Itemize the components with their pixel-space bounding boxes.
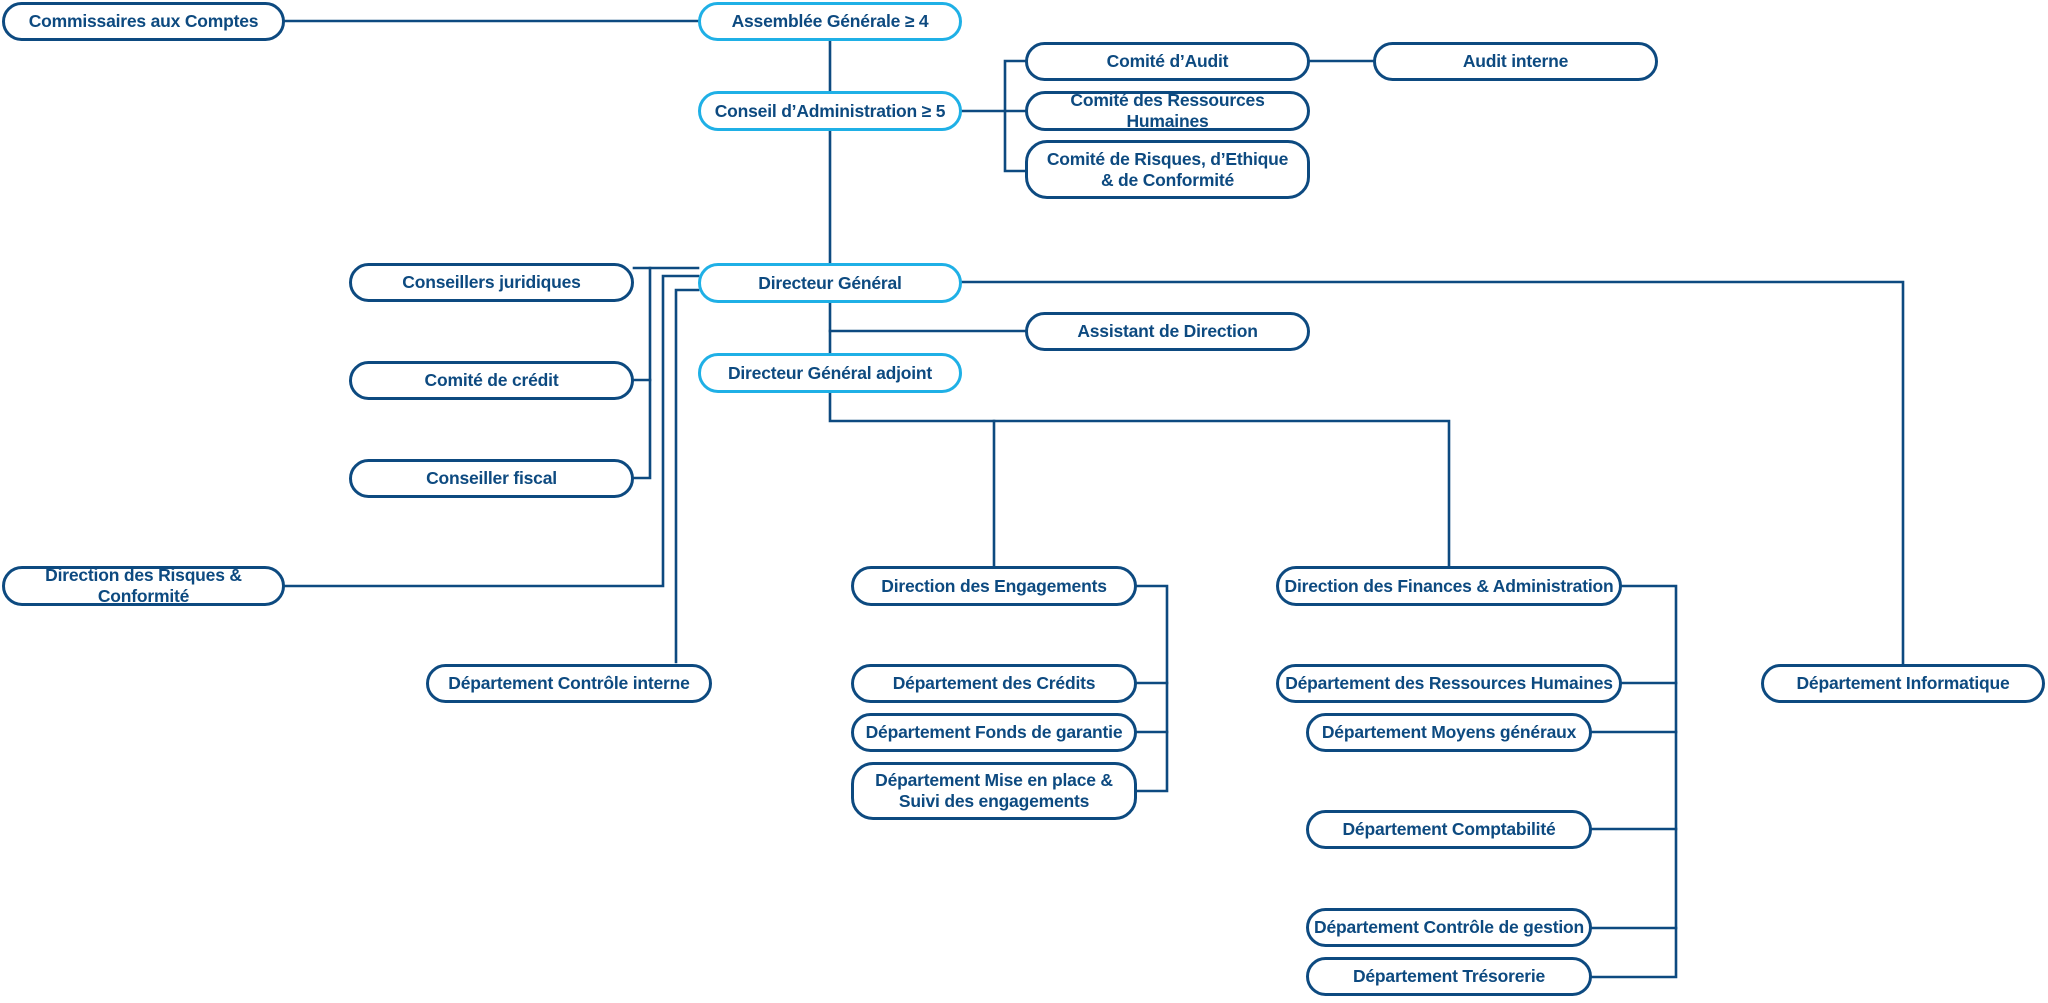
node-departement-credits[interactable]: Département des Crédits bbox=[851, 664, 1137, 703]
node-label: Direction des Engagements bbox=[881, 575, 1107, 596]
node-label: Département Fonds de garantie bbox=[865, 722, 1123, 742]
node-label: Comité d’Audit bbox=[1106, 51, 1229, 71]
node-label: Département Trésorerie bbox=[1352, 966, 1546, 986]
node-label: Département Mise en place & Suivi des en… bbox=[875, 770, 1113, 811]
node-label: Conseillers juridiques bbox=[402, 272, 581, 292]
node-label: Direction des Finances & Administration bbox=[1284, 575, 1614, 596]
connector-dg-direction-risques bbox=[283, 274, 700, 588]
node-label: Directeur Général adjoint bbox=[727, 362, 933, 383]
node-label: Conseiller fiscal bbox=[426, 468, 557, 488]
node-label: Assemblée Générale ≥ 4 bbox=[731, 11, 929, 31]
node-departement-controle-interne[interactable]: Département Contrôle interne bbox=[426, 664, 712, 703]
node-direction-risques-conformite[interactable]: Direction des Risques & Conformité bbox=[2, 565, 285, 606]
node-label: Département Contrôle de gestion bbox=[1314, 917, 1584, 937]
node-direction-finances-administration[interactable]: Direction des Finances & Administration bbox=[1276, 566, 1622, 606]
node-label: Comité des Ressources Humaines bbox=[1070, 90, 1265, 131]
connector-dga-finances bbox=[828, 391, 1451, 568]
node-label: Assistant de Direction bbox=[1077, 321, 1258, 341]
connector-dg-informatique bbox=[960, 280, 1905, 666]
node-departement-controle-gestion[interactable]: Département Contrôle de gestion bbox=[1306, 908, 1592, 947]
node-conseil-administration[interactable]: Conseil d’Administration ≥ 5 bbox=[698, 91, 962, 131]
node-label: Directeur Général bbox=[758, 272, 902, 293]
connector-engagements-bracket bbox=[1135, 584, 1169, 793]
node-departement-informatique[interactable]: Département Informatique bbox=[1761, 664, 2045, 703]
node-audit-interne[interactable]: Audit interne bbox=[1373, 42, 1658, 81]
node-directeur-general-adjoint[interactable]: Directeur Général adjoint bbox=[698, 353, 962, 393]
connector-finances-bracket bbox=[1590, 584, 1678, 979]
node-label: Département des Crédits bbox=[892, 673, 1096, 693]
node-departement-fonds-garantie[interactable]: Département Fonds de garantie bbox=[851, 713, 1137, 752]
node-departement-moyens-generaux[interactable]: Département Moyens généraux bbox=[1306, 713, 1592, 752]
node-assemblee-generale[interactable]: Assemblée Générale ≥ 4 bbox=[698, 2, 962, 41]
node-label: Commissaires aux Comptes bbox=[28, 11, 259, 31]
node-directeur-general[interactable]: Directeur Général bbox=[698, 263, 962, 303]
node-commissaires-aux-comptes[interactable]: Commissaires aux Comptes bbox=[2, 2, 285, 41]
node-label: Conseil d’Administration ≥ 5 bbox=[714, 100, 946, 121]
node-label: Département Moyens généraux bbox=[1321, 722, 1577, 742]
connector-comites-bracket bbox=[1003, 59, 1027, 173]
node-label: Audit interne bbox=[1462, 51, 1569, 71]
node-comite-audit[interactable]: Comité d’Audit bbox=[1025, 42, 1310, 81]
node-label: Département des Ressources Humaines bbox=[1285, 673, 1613, 693]
node-departement-ressources-humaines[interactable]: Département des Ressources Humaines bbox=[1276, 664, 1622, 703]
node-comite-ressources-humaines[interactable]: Comité des Ressources Humaines bbox=[1025, 90, 1310, 131]
connector-dg-comite-credit bbox=[632, 266, 652, 382]
node-conseiller-fiscal[interactable]: Conseiller fiscal bbox=[349, 459, 634, 498]
node-conseillers-juridiques[interactable]: Conseillers juridiques bbox=[349, 263, 634, 302]
node-departement-tresorerie[interactable]: Département Trésorerie bbox=[1306, 957, 1592, 996]
node-departement-mise-en-place-suivi[interactable]: Département Mise en place & Suivi des en… bbox=[851, 762, 1137, 820]
node-label: Comité de crédit bbox=[424, 370, 559, 390]
node-comite-credit[interactable]: Comité de crédit bbox=[349, 361, 634, 400]
node-label: Département Comptabilité bbox=[1342, 819, 1556, 839]
node-departement-comptabilite[interactable]: Département Comptabilité bbox=[1306, 810, 1592, 849]
node-label: Département Informatique bbox=[1796, 673, 2010, 693]
node-label: Comité de Risques, d’Ethique & de Confor… bbox=[1046, 148, 1289, 190]
node-comite-risques-ethique[interactable]: Comité de Risques, d’Ethique & de Confor… bbox=[1025, 140, 1310, 199]
connector-dg-conseiller-fiscal bbox=[632, 378, 652, 480]
node-assistant-direction[interactable]: Assistant de Direction bbox=[1025, 312, 1310, 351]
node-direction-engagements[interactable]: Direction des Engagements bbox=[851, 566, 1137, 606]
node-label: Direction des Risques & Conformité bbox=[45, 565, 242, 606]
node-label: Département Contrôle interne bbox=[448, 673, 690, 693]
connector-dg-controle-interne bbox=[674, 288, 700, 664]
